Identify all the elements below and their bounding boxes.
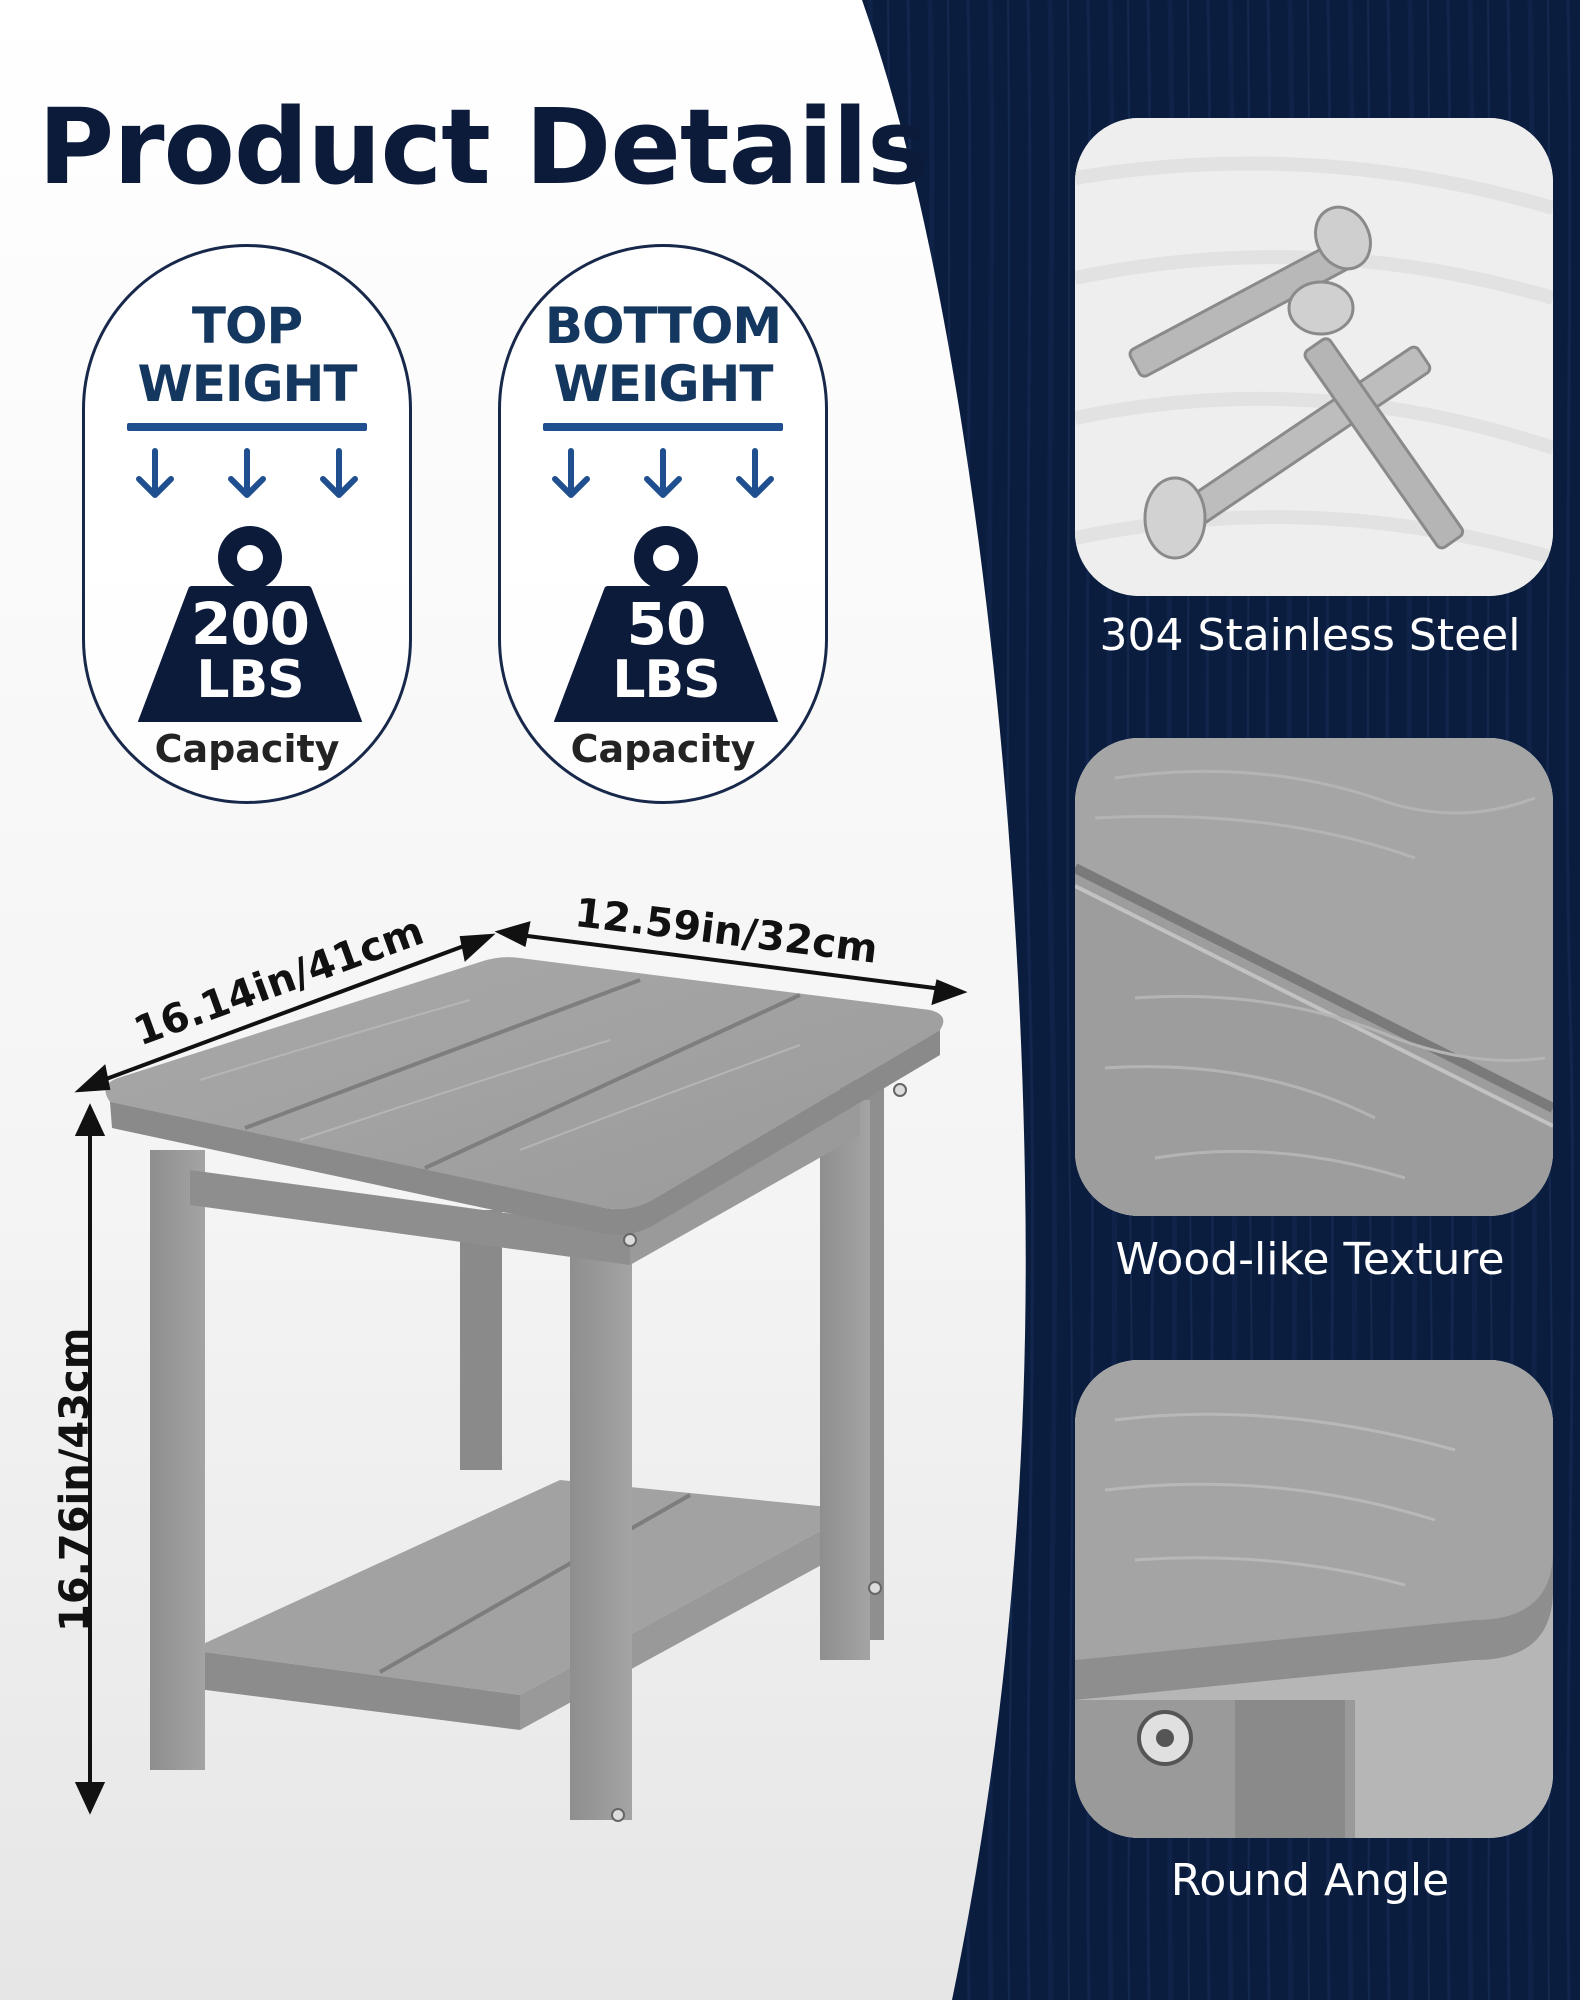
down-arrow-icon xyxy=(725,445,785,505)
feature-thumbnail-wood xyxy=(1075,738,1553,1216)
badge-divider xyxy=(127,423,367,431)
bottom-weight-badge: BOTTOM WEIGHT 50 LBS Capacity xyxy=(498,244,828,804)
weight-icon: 200 LBS xyxy=(130,522,370,726)
feature-thumbnail-corner xyxy=(1075,1360,1553,1838)
badge-heading-line2: WEIGHT xyxy=(137,355,358,413)
down-arrow-icon xyxy=(125,445,185,505)
down-arrow-icon xyxy=(633,445,693,505)
feature-label-steel: 304 Stainless Steel xyxy=(1099,610,1521,661)
page-title: Product Details xyxy=(38,86,929,208)
dimension-height: 16.76in/43cm xyxy=(52,1327,98,1632)
badge-heading-line1: BOTTOM xyxy=(544,297,782,355)
badge-heading-line1: TOP xyxy=(191,297,303,355)
weight-value: 50 xyxy=(626,590,707,658)
weight-value: 200 xyxy=(190,590,310,658)
weight-unit: LBS xyxy=(196,650,304,710)
feature-label-texture: Wood-like Texture xyxy=(1115,1234,1505,1285)
down-arrow-icon xyxy=(541,445,601,505)
weight-icon: 50 LBS xyxy=(546,522,786,726)
rounded-corner-photo-icon xyxy=(1075,1360,1553,1838)
top-weight-badge: TOP WEIGHT 200 LBS Capacity xyxy=(82,244,412,804)
down-arrows xyxy=(541,445,785,505)
weight-unit: LBS xyxy=(612,650,720,710)
feature-label-round: Round Angle xyxy=(1170,1855,1450,1906)
badge-heading-line2: WEIGHT xyxy=(553,355,774,413)
screws-photo-icon xyxy=(1075,118,1553,596)
feature-thumbnail-screws xyxy=(1075,118,1553,596)
down-arrow-icon xyxy=(217,445,277,505)
capacity-label: Capacity xyxy=(570,727,756,771)
badge-divider xyxy=(543,423,783,431)
down-arrows xyxy=(125,445,369,505)
down-arrow-icon xyxy=(309,445,369,505)
capacity-label: Capacity xyxy=(154,727,340,771)
wood-texture-photo-icon xyxy=(1075,738,1553,1216)
